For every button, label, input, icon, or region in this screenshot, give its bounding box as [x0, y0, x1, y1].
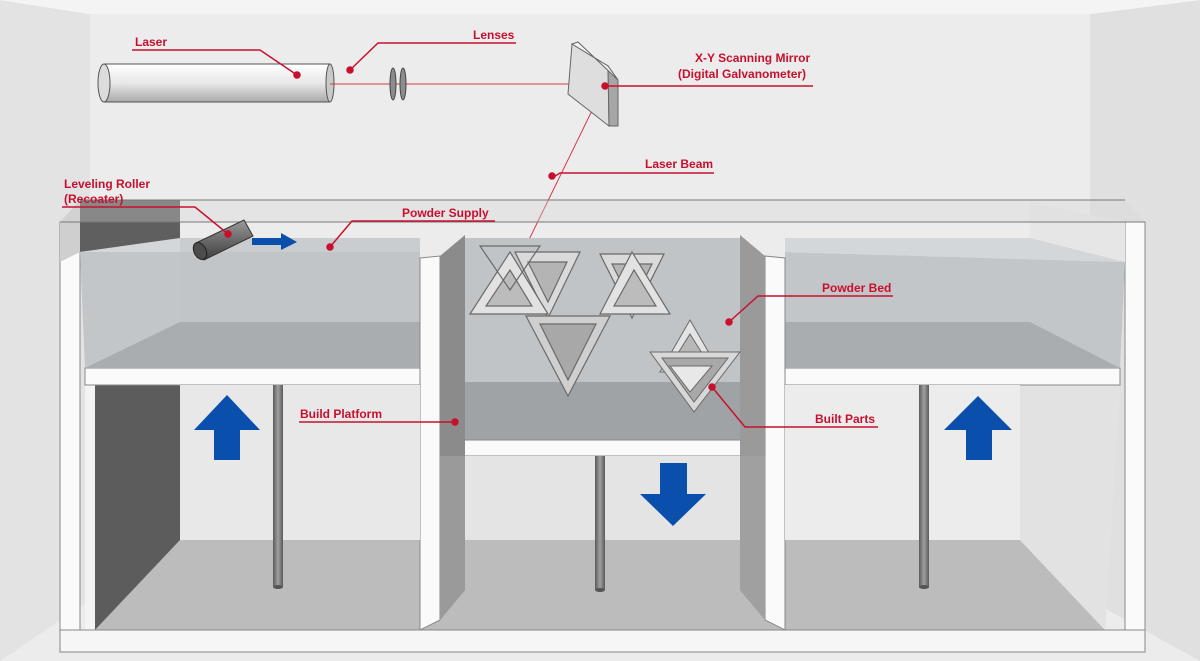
label-mirror-line1: X-Y Scanning Mirror [695, 51, 810, 65]
label-build-platform: Build Platform [300, 407, 382, 421]
left-supply-chamber [80, 238, 420, 385]
right-piston-rod [919, 385, 929, 587]
label-powder-bed: Powder Bed [822, 281, 891, 295]
center-piston-rod [595, 456, 605, 590]
label-built-parts: Built Parts [815, 412, 875, 426]
left-piston-rod [273, 385, 283, 587]
laser-unit [98, 64, 334, 102]
label-roller-line2: (Recoater) [64, 192, 123, 206]
label-laser: Laser [135, 35, 167, 49]
label-roller-line1: Leveling Roller [64, 177, 150, 191]
label-mirror-line2: (Digital Galvanometer) [678, 67, 806, 81]
right-supply-chamber [785, 238, 1125, 385]
label-powder-supply: Powder Supply [402, 206, 489, 220]
label-lenses: Lenses [473, 28, 515, 42]
label-laser-beam: Laser Beam [645, 157, 713, 171]
